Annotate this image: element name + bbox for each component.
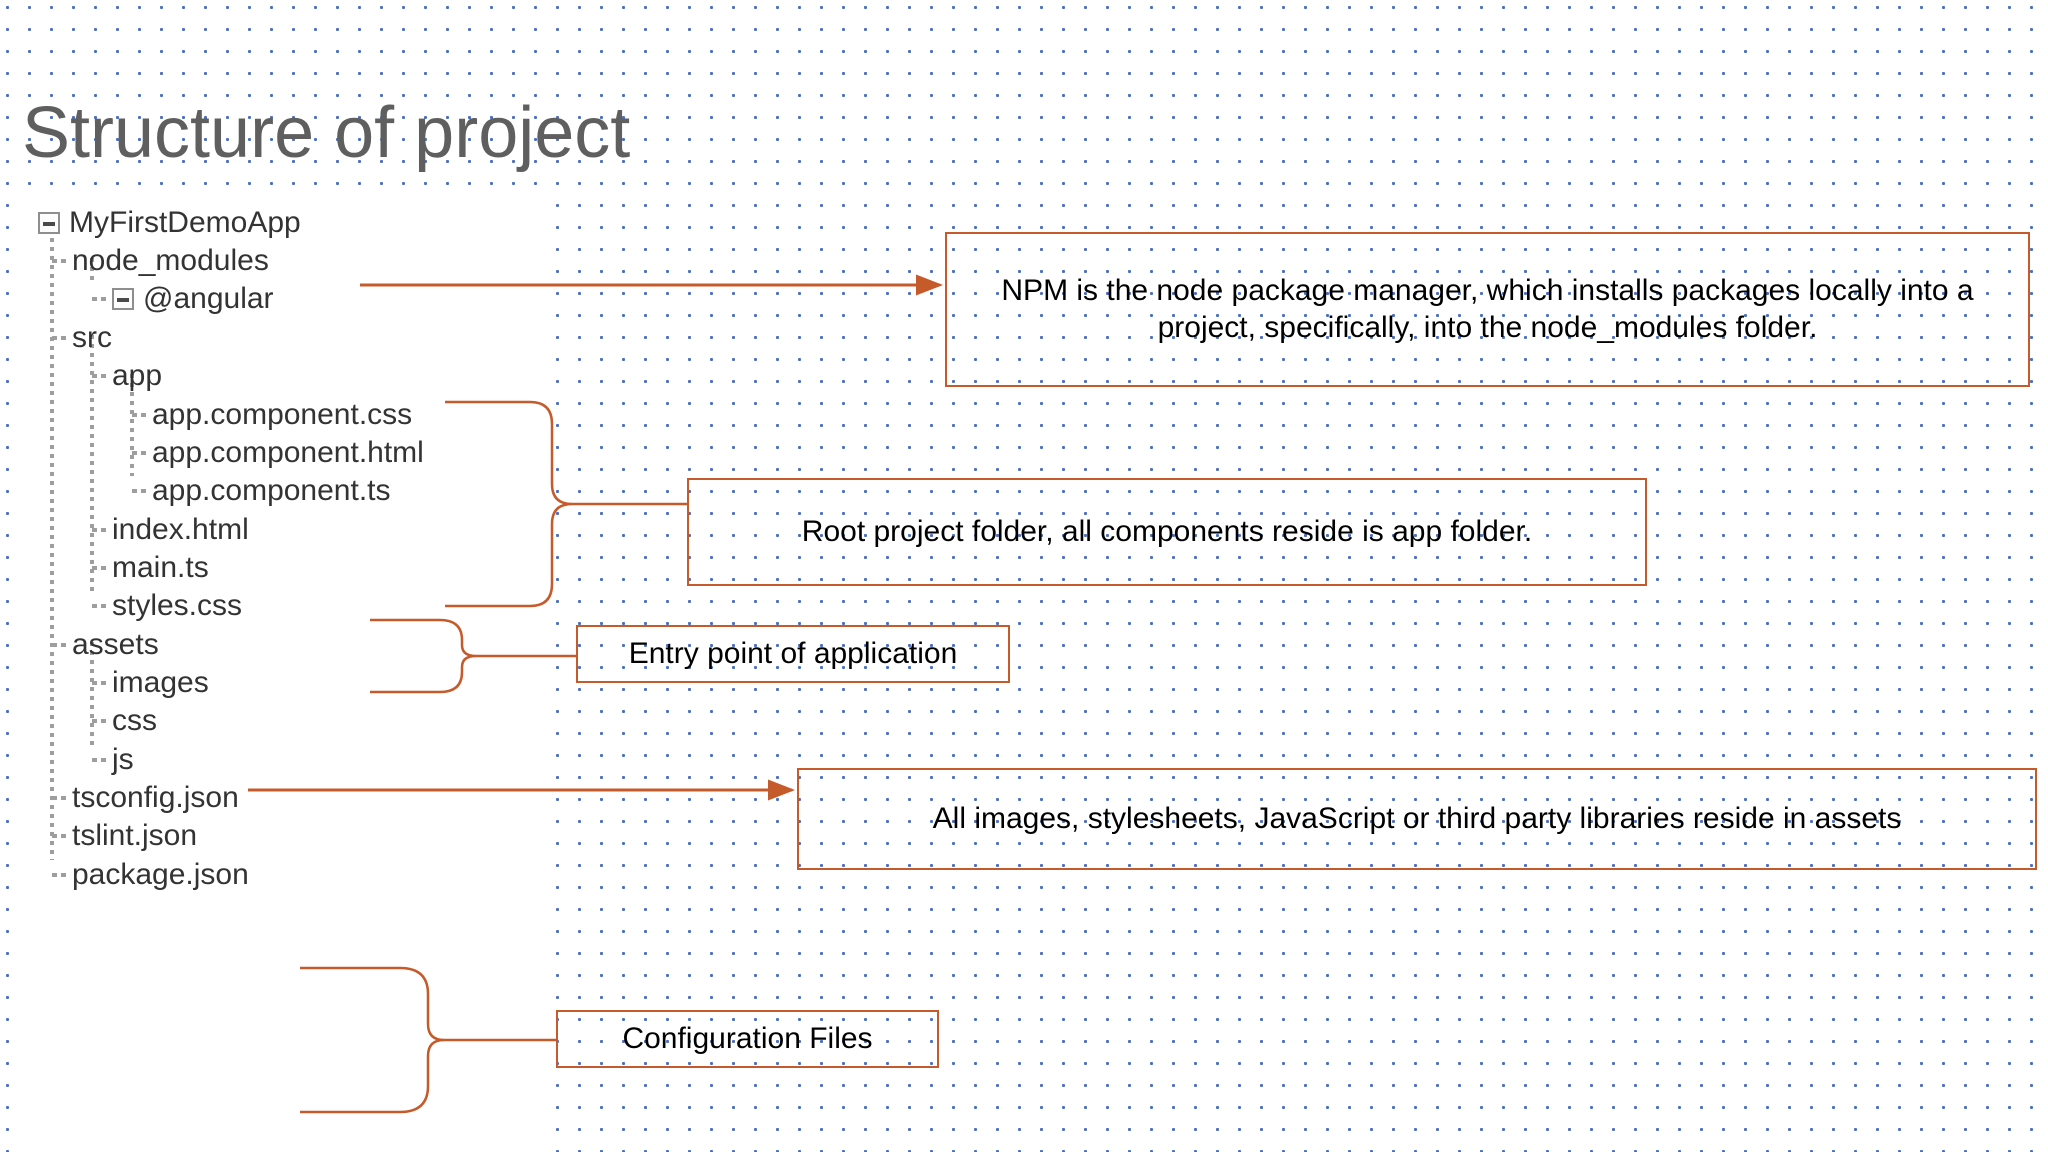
tree-item[interactable]: app.component.html	[152, 428, 424, 478]
tree-item-label: css	[112, 704, 157, 737]
tree-guide-line	[90, 258, 94, 284]
tree-branch-dash	[92, 374, 109, 378]
tree-item[interactable]: styles.css	[112, 581, 242, 631]
tree-branch-dash	[92, 528, 109, 532]
tree-item[interactable]: app	[112, 351, 162, 401]
tree-branch-dash	[132, 489, 149, 493]
tree-item[interactable]: tsconfig.json	[72, 773, 239, 823]
tree-item-label: src	[72, 321, 112, 354]
entry-point-callout: Entry point of application	[576, 625, 1010, 683]
tree-branch-dash	[132, 413, 149, 417]
tree-item[interactable]: index.html	[112, 505, 249, 555]
tree-item-label: package.json	[72, 858, 249, 891]
tree-item-label: index.html	[112, 513, 249, 546]
collapse-minus-icon[interactable]	[112, 288, 134, 310]
tree-item-label: js	[112, 743, 134, 776]
root-folder-callout: Root project folder, all components resi…	[687, 478, 1647, 586]
tree-guide-line	[90, 642, 94, 745]
tree-branch-dash	[132, 451, 149, 455]
tree-guide-line	[90, 335, 94, 591]
tree-branch-dash	[92, 758, 109, 762]
tree-item[interactable]: MyFirstDemoApp	[38, 198, 301, 248]
tree-item[interactable]: app.component.css	[152, 390, 412, 440]
tree-guide-line	[50, 220, 54, 860]
assets-callout: All images, stylesheets, JavaScript or t…	[797, 768, 2037, 870]
tree-item-label: images	[112, 666, 209, 699]
tree-item[interactable]: css	[112, 696, 157, 746]
tree-item-label: MyFirstDemoApp	[69, 206, 301, 239]
tree-branch-dash	[92, 681, 109, 685]
tree-branch-dash	[52, 796, 69, 800]
tree-item[interactable]: main.ts	[112, 543, 209, 593]
tree-branch-dash	[52, 873, 69, 877]
tree-item[interactable]: js	[112, 735, 134, 785]
tree-item-label: tslint.json	[72, 819, 198, 852]
tree-branch-dash	[92, 719, 109, 723]
tree-branch-dash	[92, 297, 109, 301]
page-title: Structure of project	[22, 93, 631, 173]
tree-item-label: node_modules	[72, 244, 269, 277]
tree-item-label: styles.css	[112, 589, 243, 622]
tree-branch-dash	[52, 259, 69, 263]
tree-branch-dash	[52, 643, 69, 647]
tree-branch-dash	[52, 834, 69, 838]
tree-item[interactable]: @angular	[112, 274, 274, 324]
tree-item-label: app.component.html	[152, 436, 424, 469]
tree-branch-dash	[52, 336, 69, 340]
tree-item[interactable]: assets	[72, 620, 159, 670]
tree-item-label: app	[112, 359, 163, 392]
tree-item[interactable]: images	[112, 658, 209, 708]
tree-item-label: tsconfig.json	[72, 781, 239, 814]
config-files-callout: Configuration Files	[556, 1010, 939, 1068]
tree-item[interactable]: package.json	[72, 850, 249, 900]
tree-item[interactable]: app.component.ts	[152, 466, 391, 516]
tree-branch-dash	[92, 566, 109, 570]
tree-item-label: app.component.css	[152, 398, 413, 431]
tree-item-label: app.component.ts	[152, 474, 391, 507]
tree-item[interactable]: src	[72, 313, 112, 363]
tree-item[interactable]: node_modules	[72, 236, 269, 286]
collapse-minus-icon[interactable]	[38, 212, 60, 234]
npm-callout: NPM is the node package manager, which i…	[945, 232, 2030, 387]
tree-item[interactable]: tslint.json	[72, 811, 197, 861]
tree-item-label: main.ts	[112, 551, 209, 584]
tree-guide-line	[130, 374, 134, 476]
tree-branch-dash	[92, 604, 109, 608]
tree-item-label: @angular	[143, 282, 274, 315]
tree-item-label: assets	[72, 628, 159, 661]
